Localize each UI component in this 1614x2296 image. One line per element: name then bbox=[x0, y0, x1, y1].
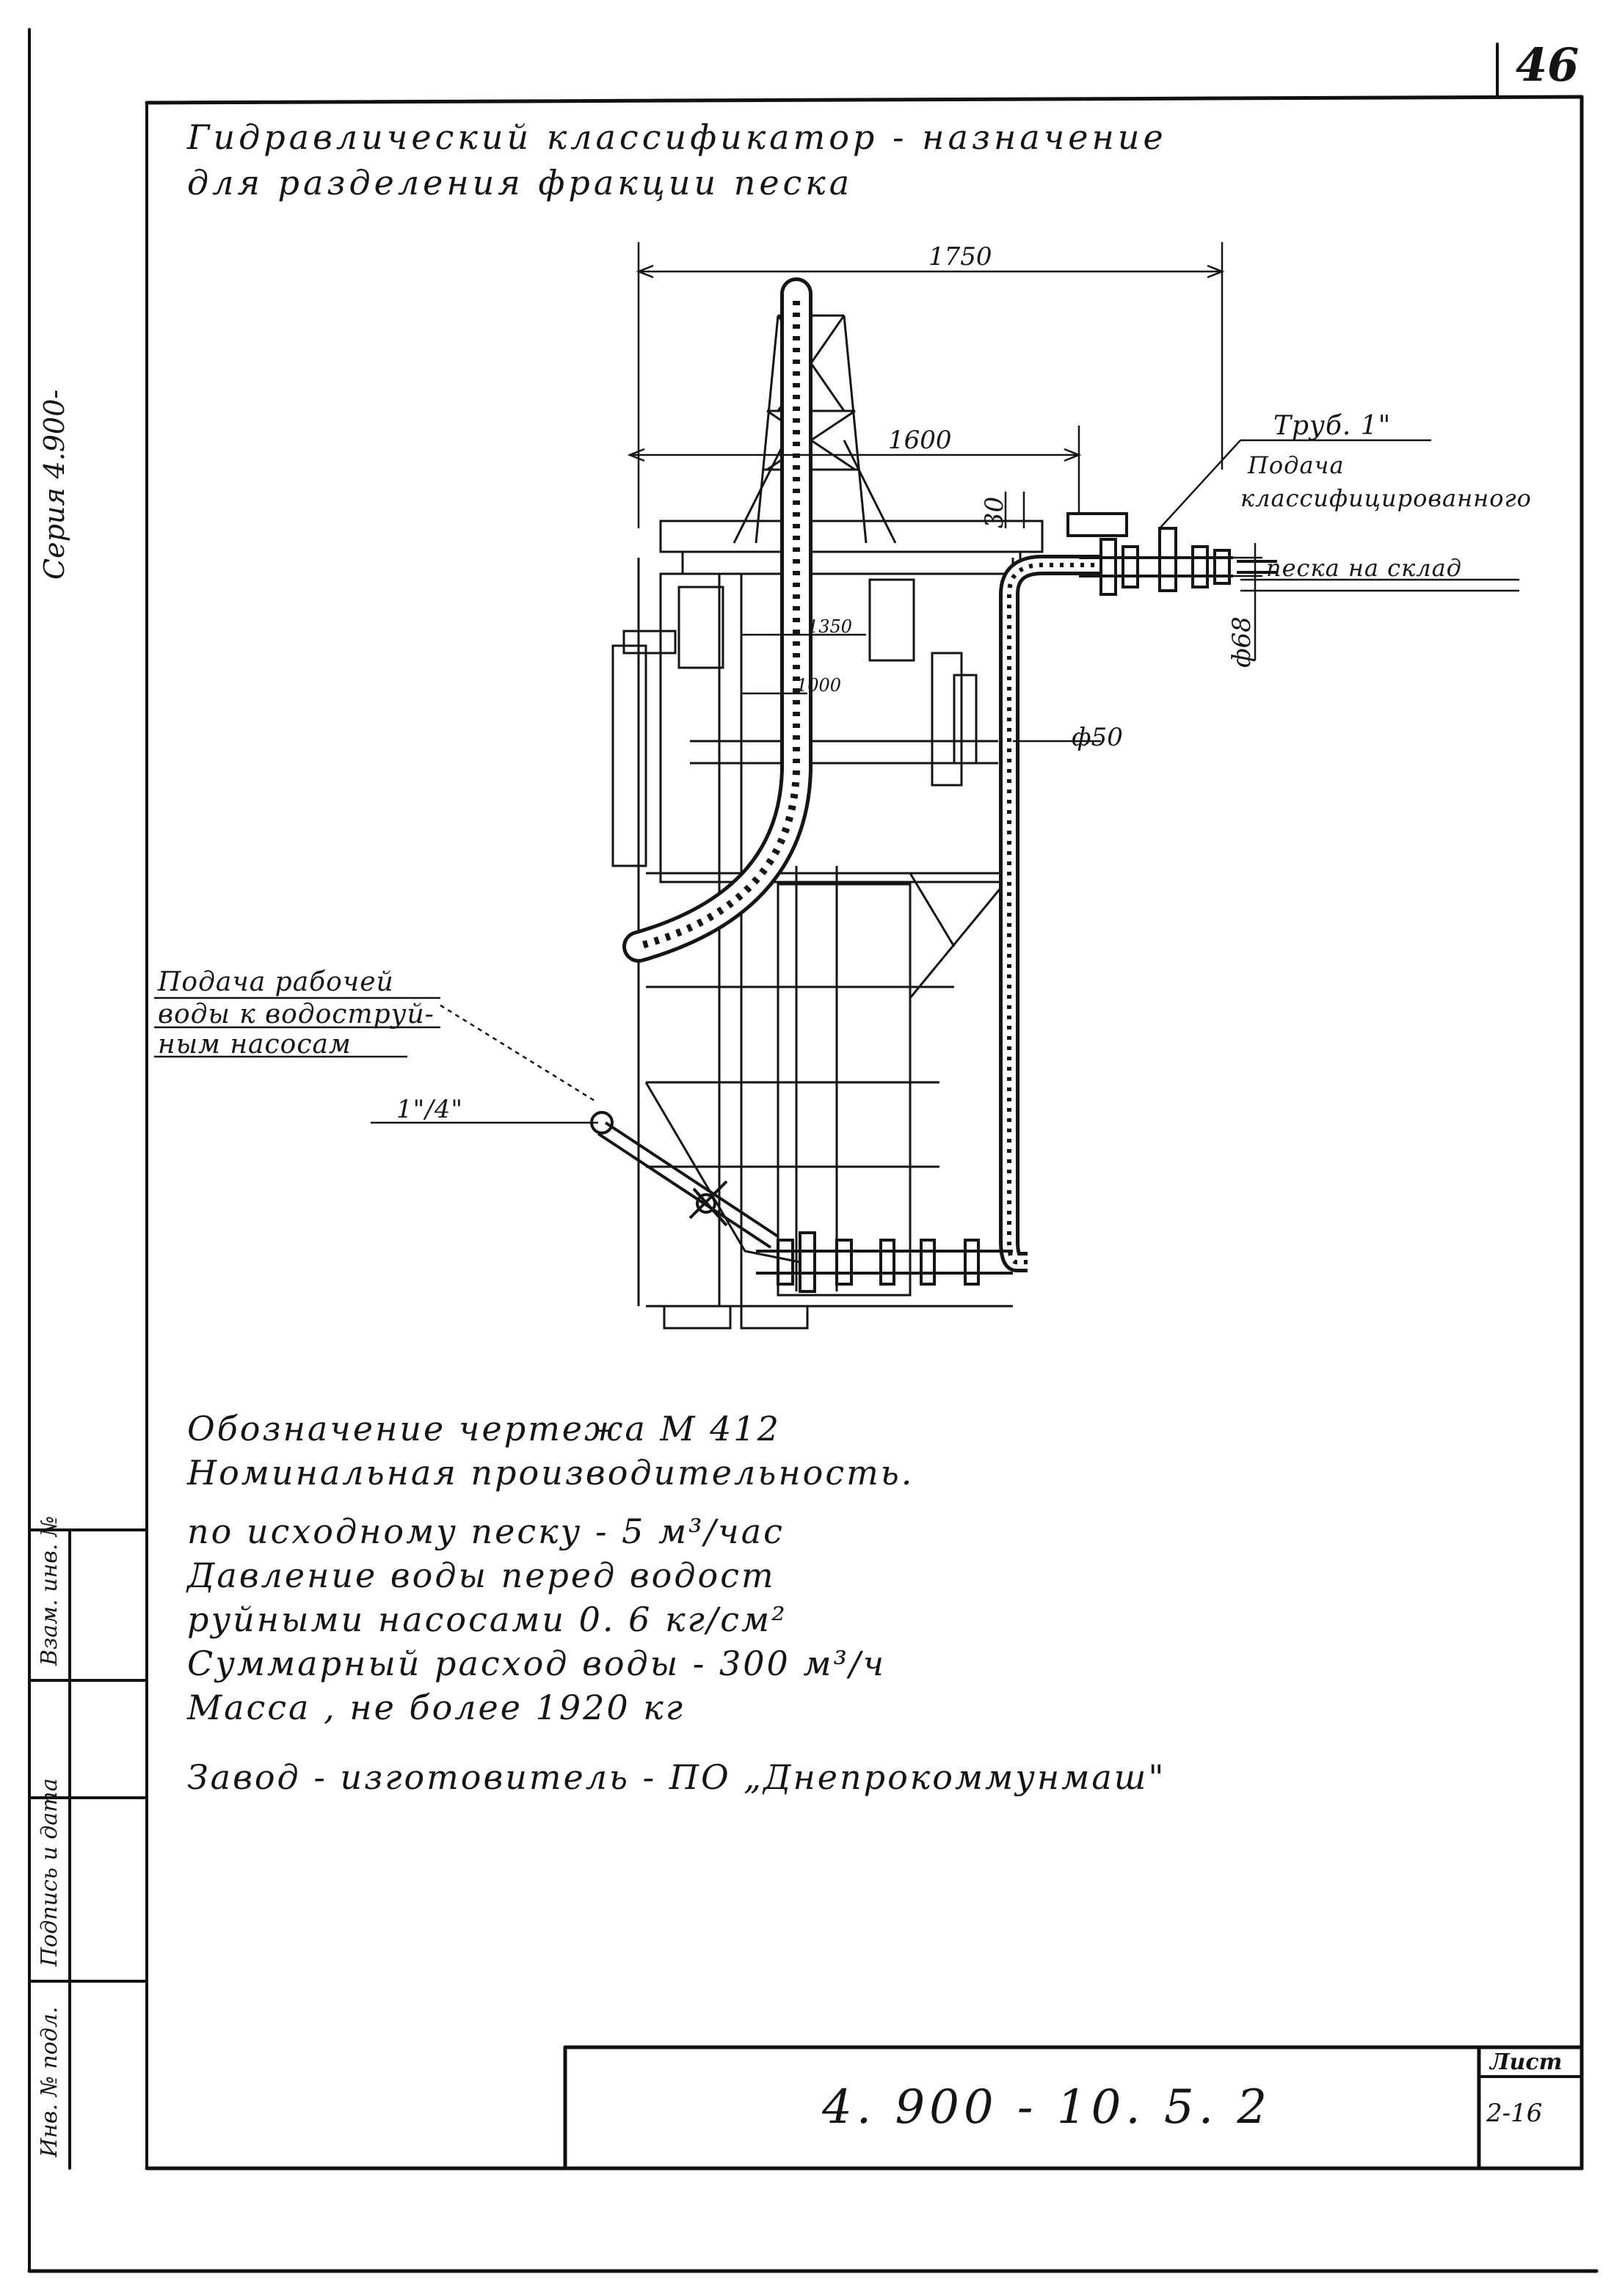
dim-inner-1350: 1350 bbox=[807, 616, 853, 637]
spec-line: Суммарный расход воды - 300 м³/ч bbox=[187, 1644, 887, 1683]
dim-pipe-d50: ф50 bbox=[1072, 723, 1123, 752]
dim-pipe-d68: ф68 bbox=[1227, 616, 1257, 668]
title-line-2: для разделения фракции песка bbox=[187, 163, 854, 203]
manufacturer-line: Завод - изготовитель - ПО „Днепрокоммунм… bbox=[187, 1757, 1166, 1797]
callout-outlet-2: классифицированного bbox=[1240, 484, 1532, 512]
page-number: 46 bbox=[1516, 38, 1580, 92]
callout-outlet-3: песка на склад bbox=[1266, 554, 1462, 582]
callout-inlet-pipe-size: 1"/4" bbox=[396, 1095, 463, 1124]
stamp-replaces-inv: Взам. инв. № bbox=[37, 1515, 62, 1666]
sheet-label: Лист bbox=[1490, 2049, 1563, 2075]
dimension-lines bbox=[154, 242, 1519, 1124]
spec-line: по исходному песку - 5 м³/час bbox=[187, 1512, 785, 1551]
discharge-pipe bbox=[999, 512, 1277, 1272]
sheet-number: 2-16 bbox=[1486, 2099, 1543, 2128]
dim-inner-1000: 1000 bbox=[796, 675, 842, 696]
dim-upper-width: 1600 bbox=[888, 426, 952, 455]
callout-inlet-2: воды к водоструй- bbox=[158, 999, 435, 1029]
classifier-mast bbox=[733, 314, 897, 544]
spec-line: Масса , не более 1920 кг bbox=[187, 1688, 686, 1727]
dim-offset-30: 30 bbox=[980, 496, 1009, 528]
spec-line: Номинальная производительность. bbox=[187, 1453, 915, 1493]
spec-line: Обозначение чертежа М 412 bbox=[187, 1409, 781, 1448]
callout-outlet-1: Подача bbox=[1248, 451, 1345, 479]
callout-pipe-size: Труб. 1" bbox=[1273, 411, 1392, 441]
stamp-inv-original: Инв. № подл. bbox=[37, 2006, 62, 2157]
pump-piping bbox=[590, 1111, 1013, 1293]
callout-inlet-1: Подача рабочей bbox=[158, 967, 394, 997]
series-stamp: Серия 4.900- bbox=[38, 389, 70, 580]
stamp-signature-date: Подпись и дата bbox=[37, 1778, 62, 1967]
spec-line: Давление воды перед водост bbox=[187, 1556, 776, 1595]
dim-overall-width: 1750 bbox=[928, 242, 992, 271]
callout-inlet-3: ным насосам bbox=[158, 1029, 352, 1060]
flexible-hose bbox=[622, 277, 813, 963]
title-line-1: Гидравлический классификатор - назначени… bbox=[187, 117, 1167, 157]
spec-line: руйными насосами 0. 6 кг/см² bbox=[187, 1600, 788, 1639]
document-code: 4. 900 - 10. 5. 2 bbox=[822, 2080, 1272, 2135]
